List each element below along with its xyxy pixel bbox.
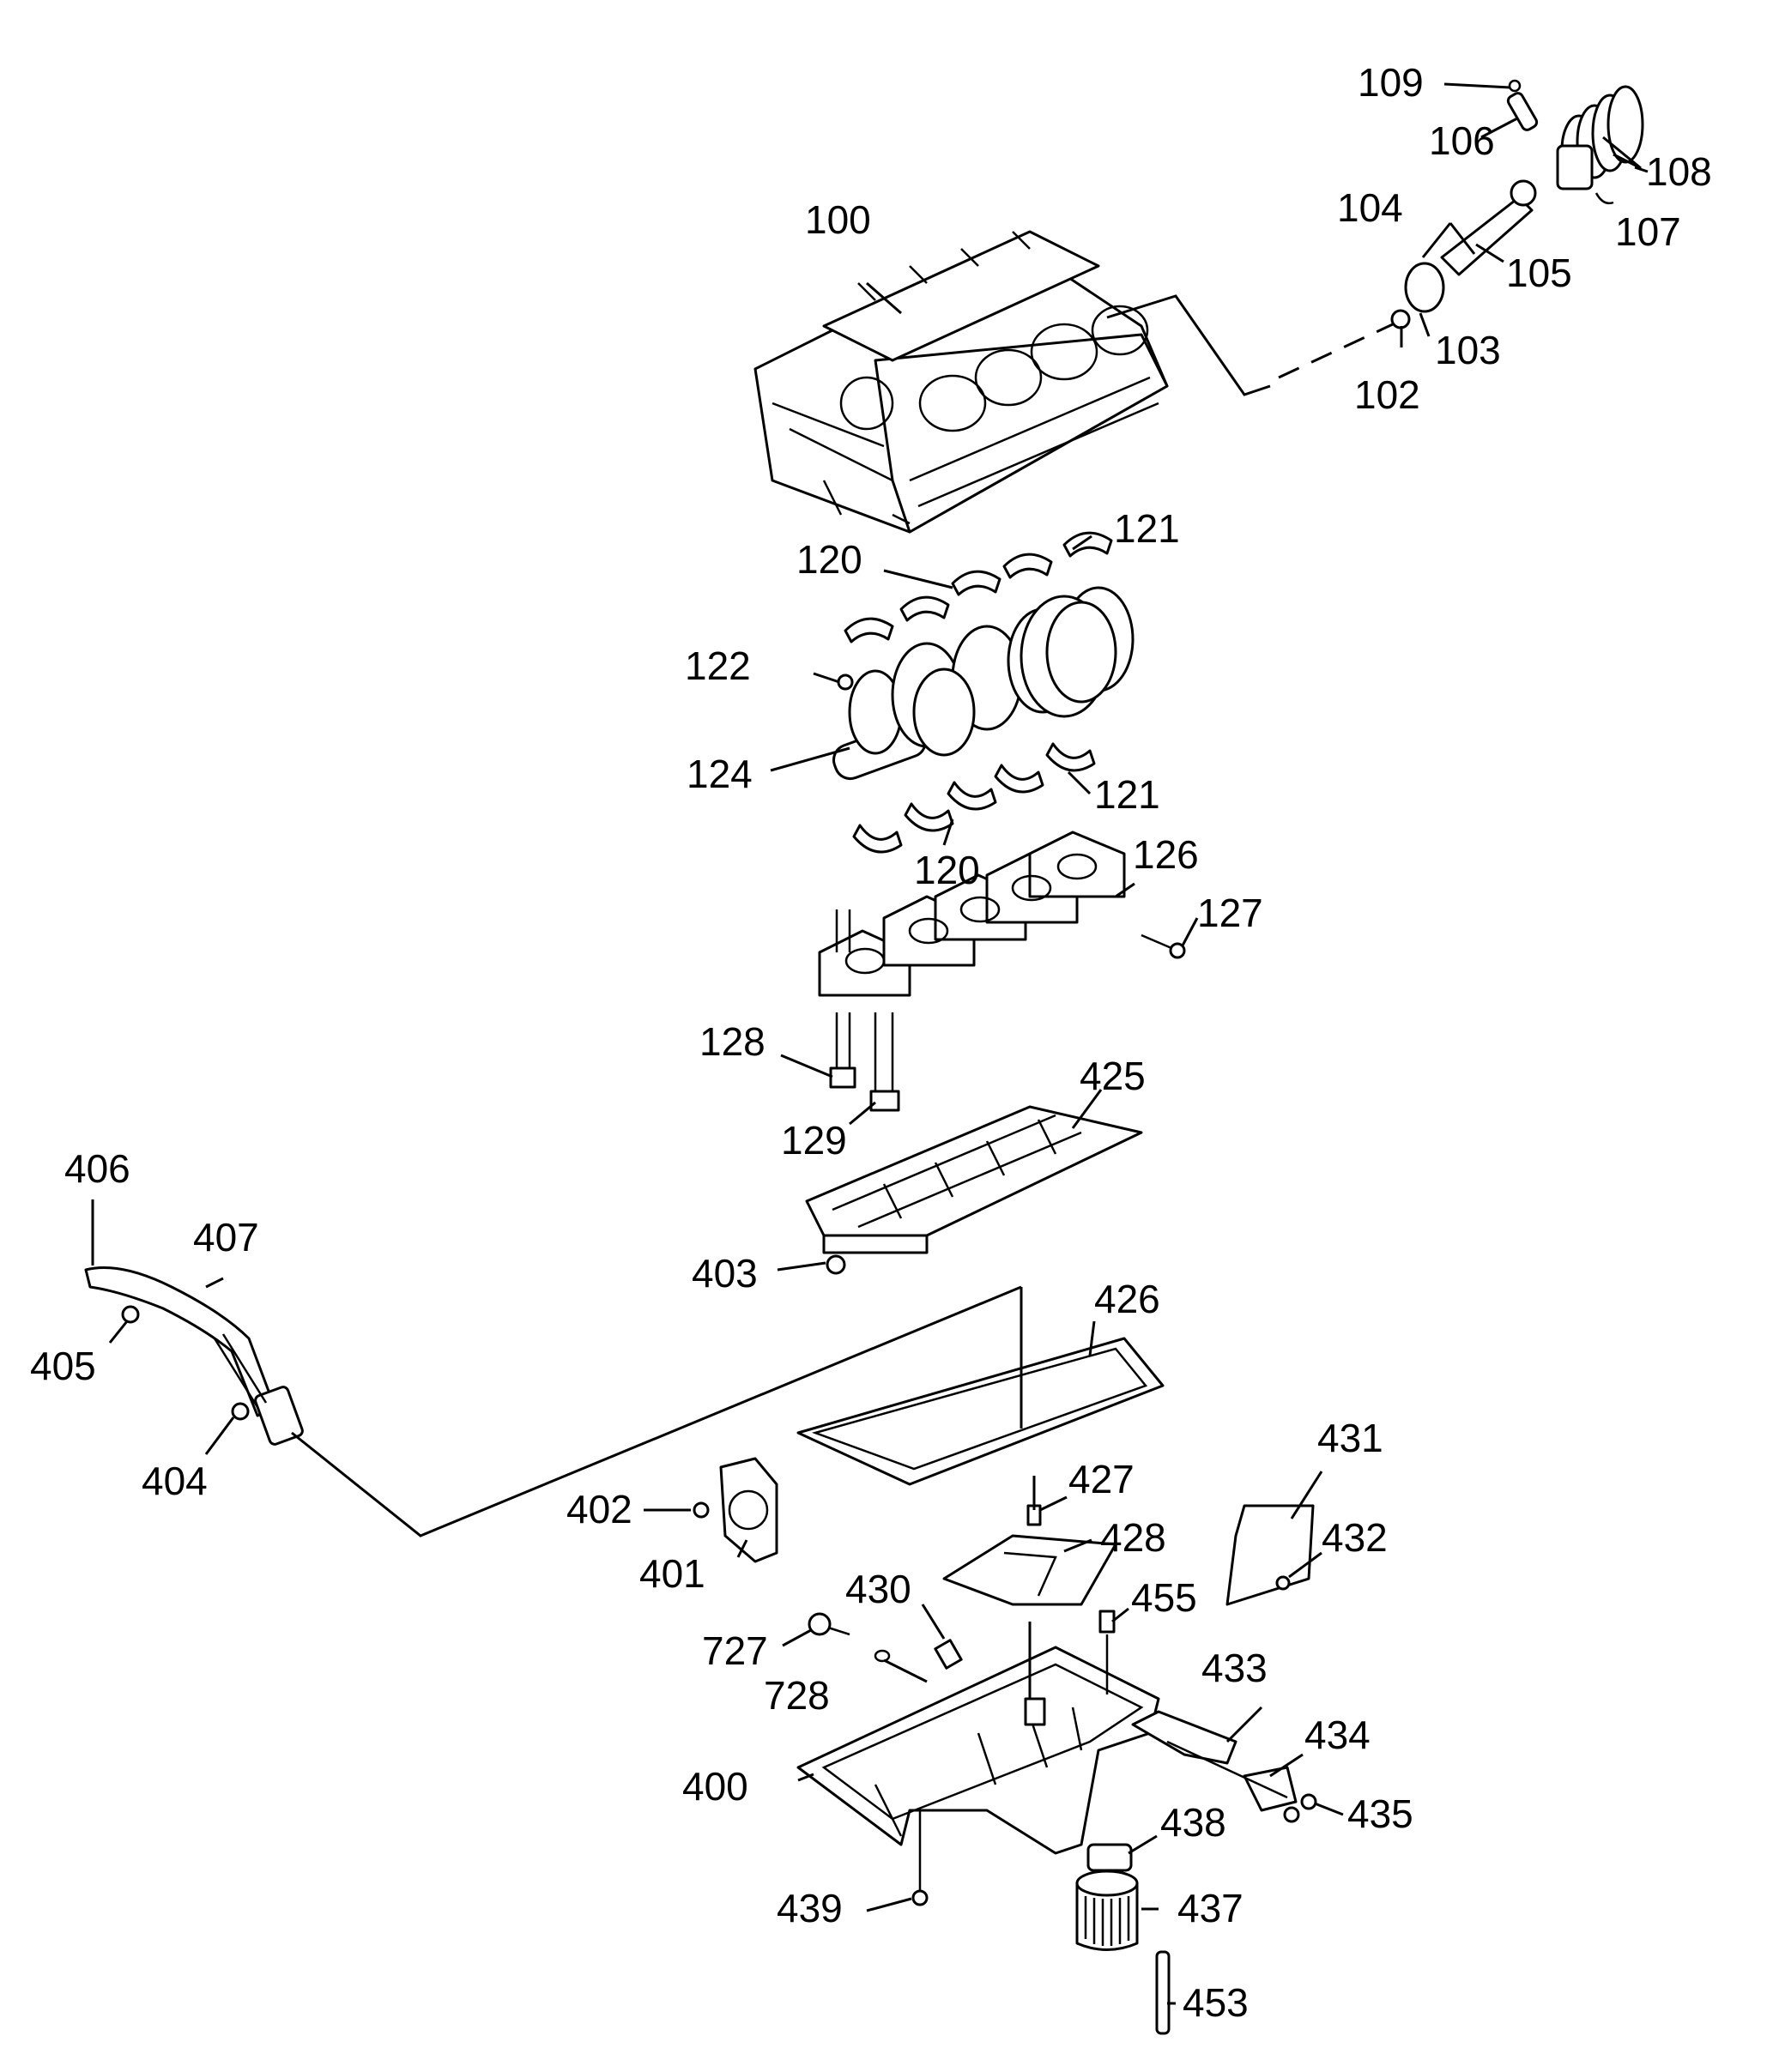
callout-430: 430: [845, 1567, 911, 1611]
leader-lines: [91, 82, 1649, 2005]
callout-403: 403: [692, 1251, 758, 1296]
callout-455: 455: [1131, 1575, 1197, 1620]
windage-tray: [805, 1105, 1143, 1275]
bracket-433-434: [1131, 1710, 1317, 1823]
callout-437: 437: [1177, 1886, 1244, 1930]
callout-407: 407: [193, 1215, 259, 1260]
baffle-428: [942, 1476, 1117, 1606]
callout-425: 425: [1080, 1054, 1146, 1098]
callout-109: 109: [1358, 60, 1424, 105]
callout-107: 107: [1615, 209, 1681, 254]
callout-129: 129: [781, 1118, 847, 1163]
callout-120-lower: 120: [914, 848, 980, 892]
oil-pan-gasket: [796, 1287, 1165, 1486]
callout-426: 426: [1094, 1277, 1160, 1321]
callout-121-lower: 121: [1094, 772, 1160, 817]
callout-108: 108: [1646, 149, 1712, 194]
callout-124: 124: [687, 752, 753, 796]
callout-labels: 109 106 108 104 107 105 103 102 100 121 …: [30, 60, 1712, 2025]
oil-pan: [796, 1610, 1160, 1906]
callout-438: 438: [1160, 1800, 1226, 1845]
callout-727: 727: [702, 1628, 768, 1673]
callout-405: 405: [30, 1344, 96, 1388]
oil-filter: [1075, 1843, 1171, 2035]
callout-400: 400: [682, 1764, 748, 1809]
callout-428: 428: [1100, 1515, 1166, 1560]
callout-728: 728: [764, 1673, 830, 1718]
callout-402: 402: [566, 1487, 632, 1531]
callout-431: 431: [1317, 1416, 1383, 1460]
callout-434: 434: [1304, 1713, 1371, 1757]
rear-cover-401: [693, 1457, 778, 1563]
callout-404: 404: [142, 1459, 208, 1503]
callout-432: 432: [1322, 1515, 1388, 1560]
callout-120-upper: 120: [796, 537, 862, 582]
callout-439: 439: [777, 1886, 843, 1930]
callout-435: 435: [1347, 1791, 1413, 1836]
callout-103: 103: [1435, 328, 1501, 372]
callout-104: 104: [1337, 185, 1403, 230]
piston-assembly: [1106, 79, 1644, 396]
callout-105: 105: [1506, 251, 1572, 295]
callout-121-upper: 121: [1114, 506, 1180, 551]
main-bearing-caps: [818, 831, 1186, 1112]
callout-122: 122: [685, 643, 751, 688]
callout-127: 127: [1197, 891, 1263, 935]
callout-102: 102: [1354, 372, 1420, 417]
callout-453: 453: [1183, 1980, 1249, 2025]
callout-100: 100: [805, 197, 871, 242]
callout-126: 126: [1133, 832, 1199, 877]
bracket-431: [1225, 1504, 1315, 1606]
crankshaft: [832, 531, 1135, 854]
callout-128: 128: [699, 1019, 765, 1064]
callout-401: 401: [639, 1551, 705, 1596]
callout-433: 433: [1201, 1646, 1268, 1690]
callout-427: 427: [1068, 1457, 1135, 1501]
callout-406: 406: [64, 1146, 130, 1191]
callout-106: 106: [1429, 118, 1495, 163]
oil-pickup-tube: [84, 1266, 1022, 1537]
engine-block: [753, 230, 1169, 534]
